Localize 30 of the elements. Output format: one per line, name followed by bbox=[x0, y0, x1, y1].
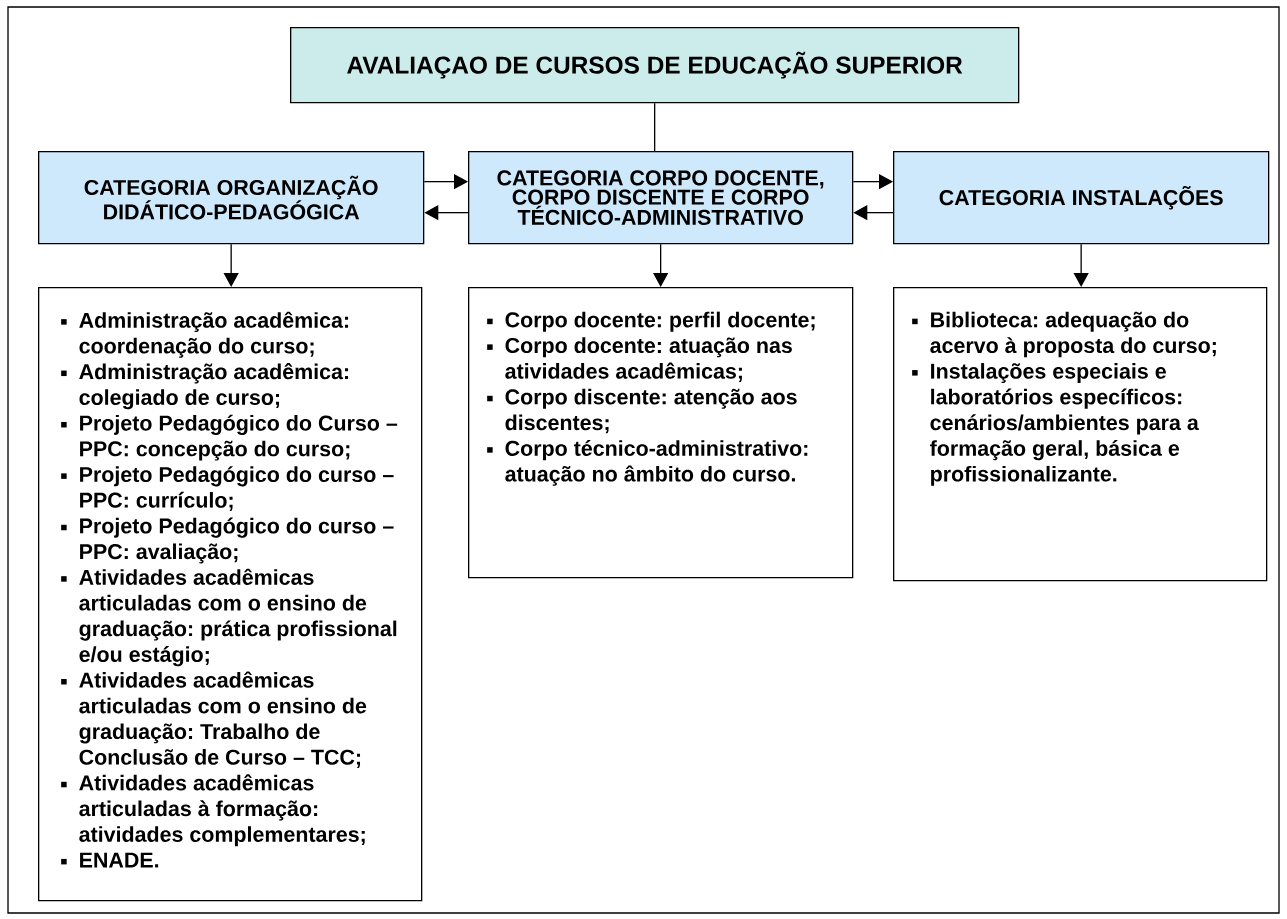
list-box bbox=[468, 287, 854, 579]
title-box bbox=[290, 27, 1020, 104]
list-item: Instalações especiais e laboratórios específicos: cenários/ambientes para a formação geral, básica e profissionalizante. bbox=[930, 363, 1199, 486]
list-item: Projeto Pedagógico do Curso – PPC: concepção do curso; bbox=[80, 414, 398, 461]
category-box bbox=[468, 151, 854, 245]
list-item: Atividades acadêmicas articuladas com o ensino de graduação: prática profissional e/ou estágio; bbox=[79, 568, 397, 667]
list-item: Corpo técnico-administrativo: atuação no âmbito do curso. bbox=[505, 440, 808, 486]
box-label: AVALIAÇAO DE CURSOS DE EDUCAÇÃO SUPERIOR bbox=[347, 51, 963, 79]
arrow bbox=[223, 243, 239, 287]
box-label: CATEGORIA ORGANIZAÇÃO DIDÁTICO-PEDAGÓGICA bbox=[84, 175, 378, 220]
list-item: Projeto Pedagógico do curso – PPC: currículo; bbox=[80, 466, 394, 511]
category-box bbox=[893, 151, 1270, 245]
arrow bbox=[1073, 243, 1089, 287]
list-item: Atividades acadêmicas articuladas à formação: atividades complementares; bbox=[79, 774, 365, 847]
list-item: Administração acadêmica: coordenação do curso; bbox=[79, 311, 349, 358]
category-box bbox=[38, 151, 425, 245]
list-item: Corpo docente: atuação nas atividades acadêmicas; bbox=[505, 337, 792, 382]
list-item: Biblioteca: adequação do acervo à proposta do curso; bbox=[930, 311, 1216, 358]
arrow bbox=[653, 243, 669, 287]
list-item: ENADE. bbox=[80, 852, 159, 868]
list-item: Corpo docente: perfil docente; bbox=[505, 311, 815, 332]
connector-line bbox=[654, 102, 656, 152]
list-box bbox=[893, 287, 1268, 582]
list-item: Atividades acadêmicas articuladas com o ensino de graduação: Trabalho de Conclusão de Curso – TCC; bbox=[79, 671, 367, 768]
box-label: CATEGORIA CORPO DOCENTE, CORPO DISCENTE E CORPO TÉCNICO-ADMINISTRATIVO bbox=[497, 170, 824, 225]
list-item: Administração acadêmica: colegiado de curso; bbox=[79, 363, 349, 410]
list-item: Corpo discente: atenção aos discentes; bbox=[505, 388, 797, 434]
list-item: Projeto Pedagógico do curso – PPC: avaliação; bbox=[80, 517, 394, 564]
box-label: CATEGORIA INSTALAÇÕES bbox=[939, 185, 1223, 210]
list-box bbox=[38, 287, 423, 902]
